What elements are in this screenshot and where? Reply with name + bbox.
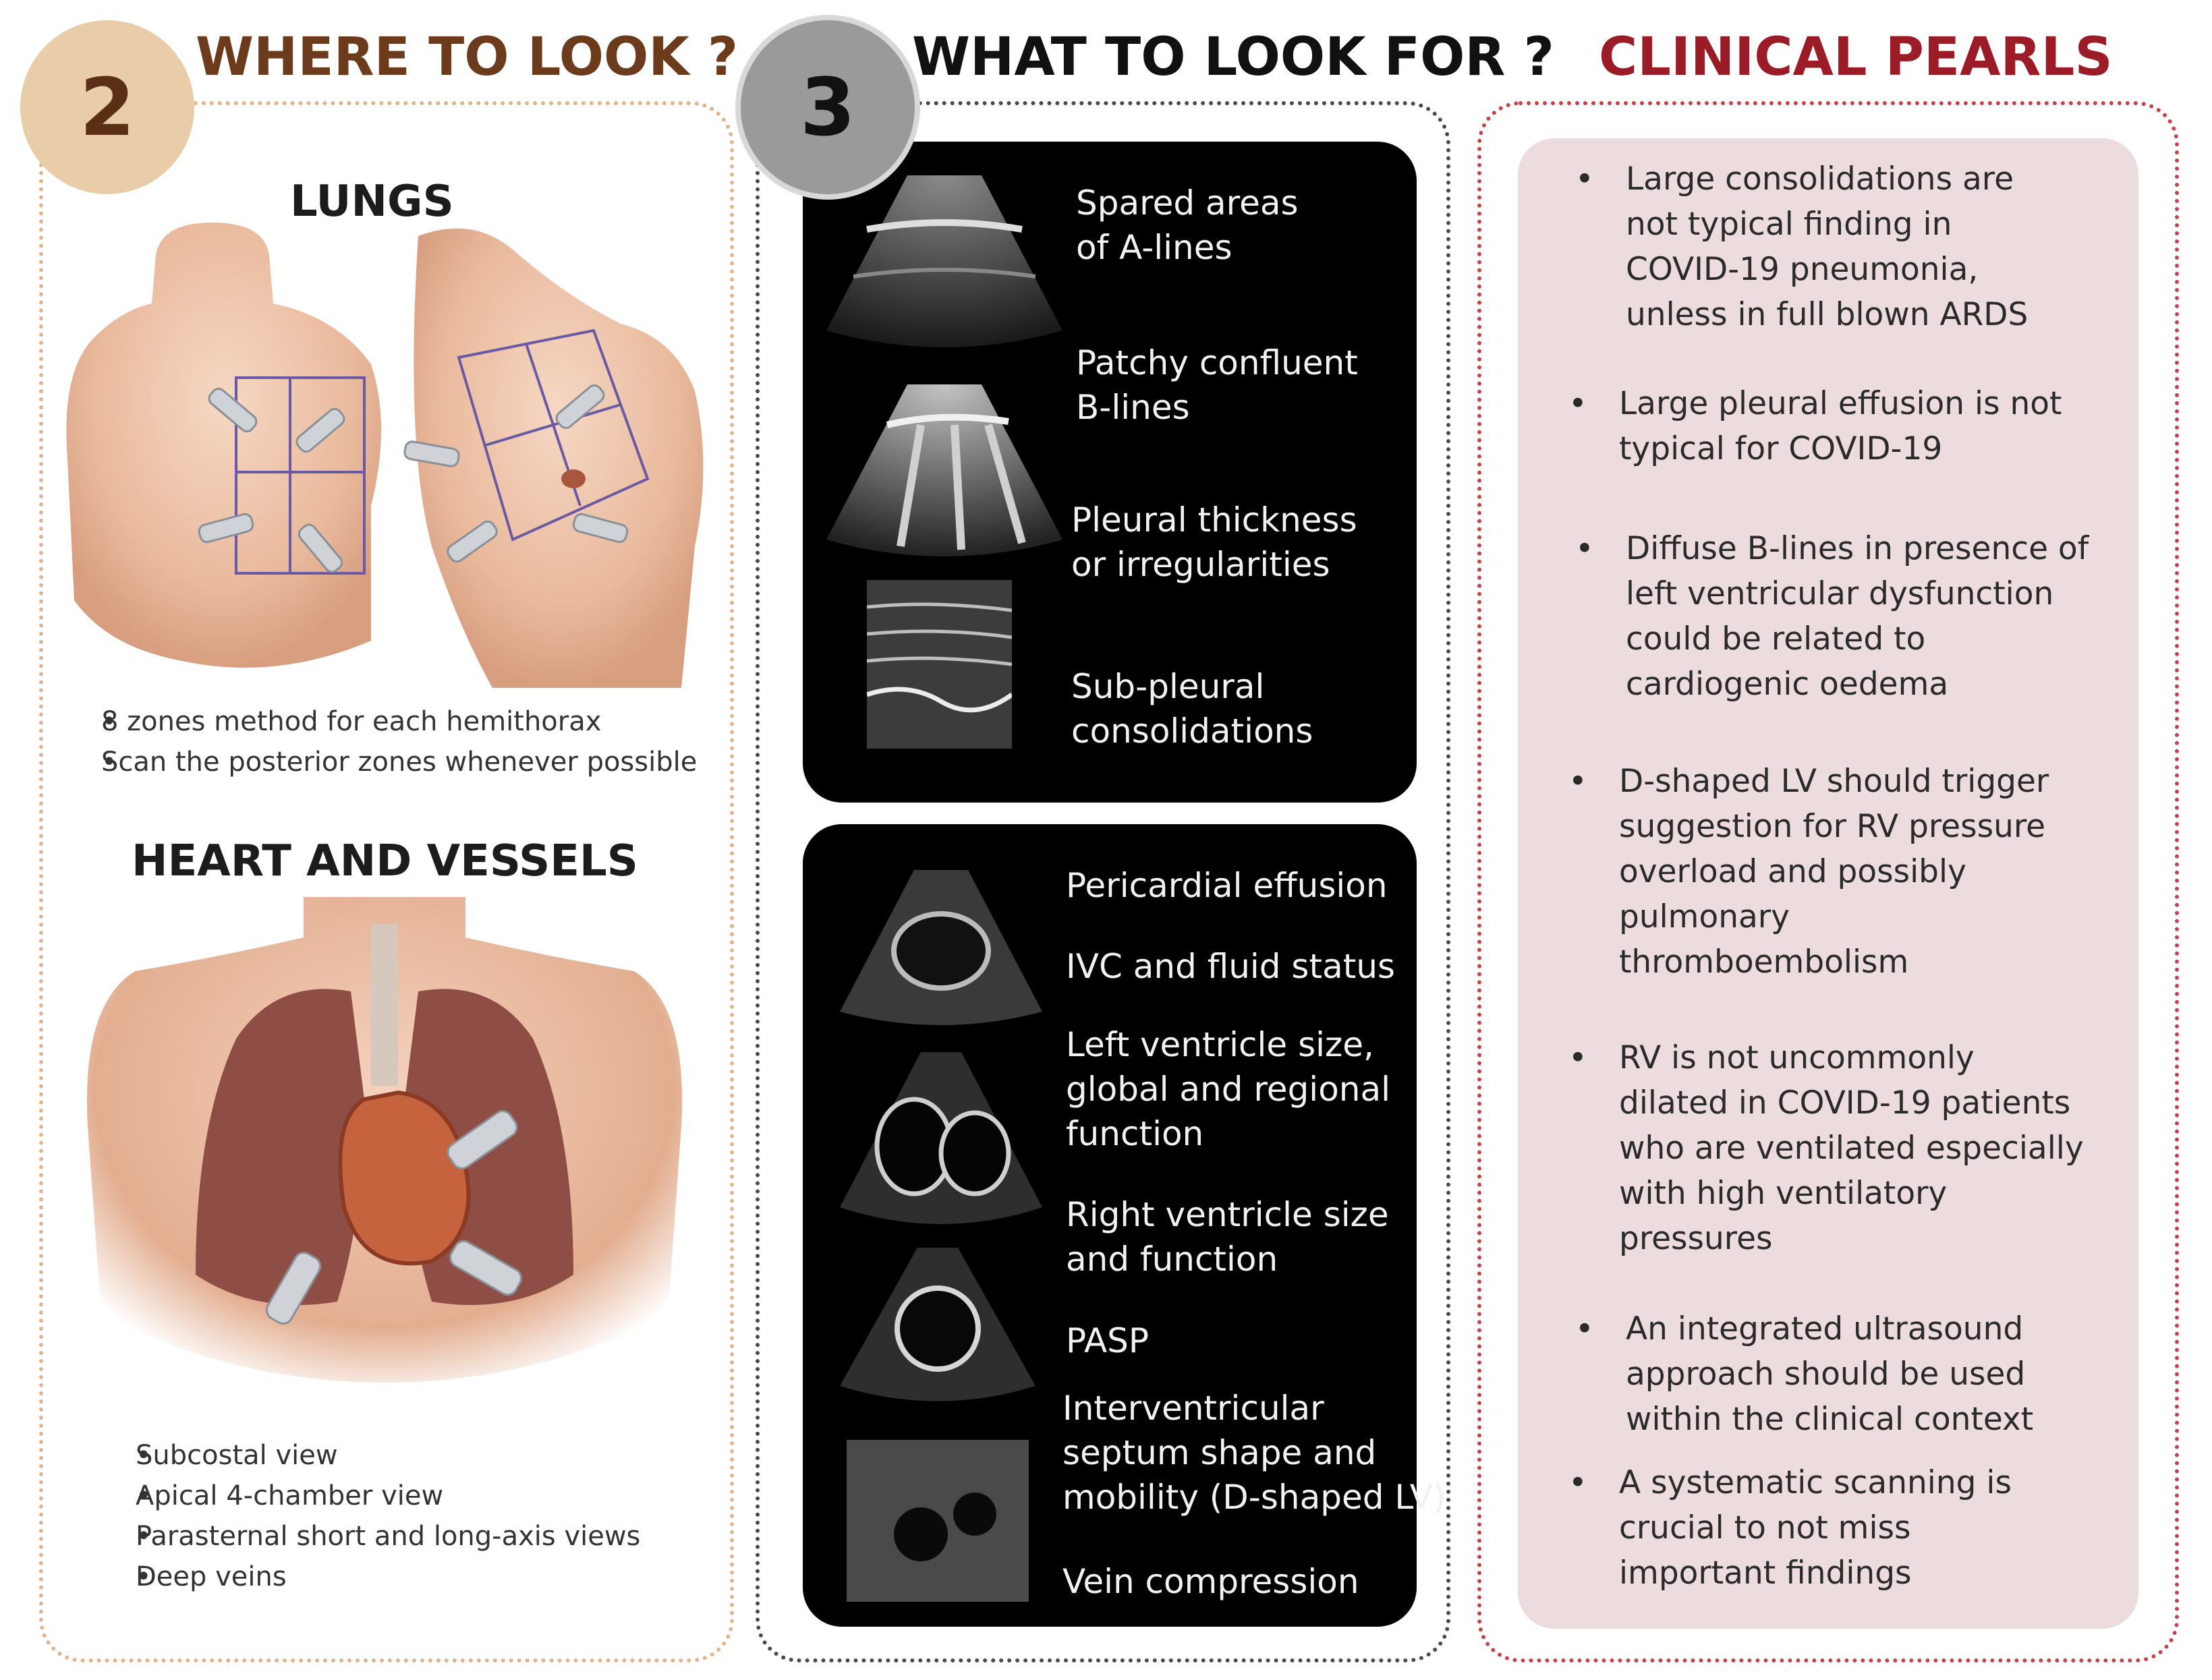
pearl-systematic-scanning: A systematic scanning is crucial to not …	[1619, 1464, 2012, 1592]
pearl-large-consolidations: Large consolidations are not typical fin…	[1626, 161, 2029, 333]
section-3-badge: 3	[741, 20, 915, 194]
finding-ivc-fluid-status: IVC and fluid status	[1066, 947, 1396, 986]
lungs-probe-illustration	[66, 223, 704, 688]
left-lung-shape	[196, 989, 364, 1305]
finding-subpleural-consolidations: Sub-pleural consolidations	[1071, 667, 1313, 751]
heart-bullet: Deep veins	[93, 1557, 640, 1597]
finding-pasp: PASP	[1066, 1321, 1150, 1360]
lungs-bullet: Scan the posterior zones whenever possib…	[71, 742, 697, 782]
finding-patchy-b-lines: Patchy confluent B-lines	[1076, 343, 1358, 427]
what-to-look-for-heading: WHAT TO LOOK FOR ?	[912, 27, 1554, 88]
lv-function-echo-image	[840, 1052, 1042, 1224]
vein-compression-ultrasound-image	[847, 1440, 1029, 1602]
heart-bullet-list: Subcostal view Apical 4-chamber view Par…	[93, 1435, 640, 1597]
section-3-number: 3	[799, 61, 856, 154]
heart-vessels-title: HEART AND VESSELS	[132, 836, 638, 886]
finding-vein-compression: Vein compression	[1062, 1562, 1359, 1601]
pleural-irregularity-ultrasound-image	[867, 580, 1012, 749]
section-2-badge: 2	[20, 20, 194, 194]
heart-vessels-illustration	[86, 897, 683, 1383]
ultrasound-probes	[198, 384, 629, 573]
pearl-pleural-effusion: Large pleural effusion is not typical fo…	[1619, 385, 2062, 467]
clinical-pearls-heading: CLINICAL PEARLS	[1599, 27, 2113, 88]
pearl-bullet-dot: •	[1575, 530, 1594, 567]
lungs-title: LUNGS	[290, 177, 454, 227]
finding-pleural-thickness: Pleural thickness or irregularities	[1071, 500, 1357, 584]
heart-probes	[265, 1110, 523, 1325]
what-to-look-for-panel	[756, 101, 1450, 1662]
finding-lv-size-function: Left ventricle size, global and regional…	[1066, 1025, 1391, 1153]
clinical-pearls-panel	[1477, 101, 2179, 1662]
pearl-bullet-dot: •	[1568, 763, 1587, 800]
pearl-bullet-dot: •	[1568, 1464, 1587, 1501]
finding-rv-size-function: Right ventricle size and function	[1066, 1195, 1389, 1279]
finding-interventricular-septum: Interventricular septum shape and mobili…	[1062, 1389, 1446, 1517]
where-to-look-panel	[39, 101, 734, 1662]
rv-function-echo-image	[840, 1248, 1036, 1401]
where-to-look-heading: WHERE TO LOOK ?	[196, 27, 739, 88]
pearl-diffuse-b-lines: Diffuse B-lines in presence of left vent…	[1626, 530, 2089, 703]
pearl-bullet-dot: •	[1575, 1310, 1594, 1348]
finding-spared-a-lines: Spared areas of A-lines	[1076, 183, 1299, 267]
lungs-bullet-list: 8 zones method for each hemithorax Scan …	[71, 701, 697, 782]
pearl-bullet-dot: •	[1568, 385, 1587, 422]
pearl-bullet-dot: •	[1568, 1039, 1587, 1076]
section-2-number: 2	[79, 61, 136, 154]
pearl-bullet-dot: •	[1575, 161, 1594, 198]
a-lines-ultrasound-image	[826, 175, 1062, 347]
lungs-bullet: 8 zones method for each hemithorax	[71, 701, 697, 742]
heart-shape	[338, 1090, 471, 1266]
b-lines-ultrasound-image	[826, 384, 1062, 556]
heart-bullet: Apical 4-chamber view	[93, 1476, 640, 1516]
pericardial-effusion-echo-image	[840, 870, 1042, 1025]
pearl-integrated-approach: An integrated ultrasound approach should…	[1626, 1310, 2034, 1438]
heart-bullet: Subcostal view	[93, 1435, 640, 1476]
finding-pericardial-effusion: Pericardial effusion	[1066, 866, 1388, 905]
pearl-rv-dilated: RV is not uncommonly dilated in COVID-19…	[1619, 1039, 2084, 1257]
lateral-torso-figure	[414, 228, 704, 688]
back-torso-figure	[66, 223, 381, 668]
heart-bullet: Parasternal short and long-axis views	[93, 1516, 640, 1557]
clinical-pearls-box	[1518, 138, 2138, 1629]
pearl-d-shaped-lv: D-shaped LV should trigger suggestion fo…	[1619, 763, 2049, 981]
